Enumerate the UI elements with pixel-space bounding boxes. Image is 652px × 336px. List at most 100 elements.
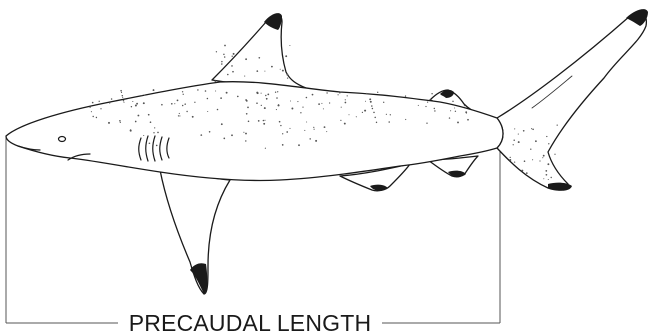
stipple-dot: [289, 128, 290, 129]
stipple-dot: [231, 134, 233, 136]
stipple-dot: [521, 170, 523, 172]
stipple-dot: [232, 56, 233, 57]
stipple-dot: [457, 121, 459, 123]
stipple-dot: [454, 107, 455, 108]
stipple-dot: [214, 80, 216, 82]
stipple-dot: [245, 133, 247, 135]
stipple-dot: [543, 155, 545, 157]
stipple-dot: [154, 127, 155, 128]
stipple-dot: [329, 102, 330, 103]
stipple-dot: [546, 174, 548, 176]
stipple-dot: [452, 101, 453, 102]
stipple-dot: [217, 109, 219, 111]
stipple-dot: [130, 130, 132, 132]
stipple-dot: [548, 143, 549, 144]
stipple-dot: [263, 123, 265, 125]
stipple-dot: [304, 130, 305, 131]
stipple-dot: [223, 54, 224, 55]
stipple-dot: [119, 120, 121, 122]
stipple-dot: [224, 45, 226, 47]
stipple-dot: [237, 96, 239, 98]
stipple-dot: [186, 111, 187, 112]
stipple-dot: [143, 135, 144, 136]
shark-body: [6, 82, 503, 181]
stipple-dot: [267, 94, 269, 96]
stipple-dot: [286, 131, 288, 133]
stipple-dot: [455, 111, 456, 112]
stipple-dot: [285, 55, 287, 57]
stipple-dot: [132, 101, 133, 102]
stipple-dot: [356, 116, 357, 117]
stipple-dot: [546, 136, 547, 137]
stipple-dot: [324, 126, 326, 128]
stipple-dot: [518, 141, 520, 143]
stipple-dot: [430, 99, 431, 100]
stipple-dot: [221, 123, 223, 125]
stipple-dot: [137, 115, 139, 117]
stipple-dot: [337, 94, 338, 95]
stipple-dot: [215, 90, 216, 91]
stipple-dot: [178, 115, 179, 116]
stipple-dot: [276, 109, 277, 110]
stipple-dot: [467, 119, 469, 121]
stipple-dot: [326, 92, 327, 93]
stipple-dot: [144, 94, 145, 95]
stipple-dot: [365, 101, 366, 102]
stipple-dot: [232, 71, 234, 73]
stipple-dot: [539, 160, 540, 161]
stipple-dot: [427, 101, 428, 102]
first-dorsal-fin: [212, 13, 306, 88]
stipple-dot: [371, 105, 373, 107]
stipple-dot: [148, 114, 150, 116]
stipple-dot: [182, 105, 184, 107]
stipple-dot: [177, 100, 179, 102]
stipple-dot: [245, 140, 246, 141]
stipple-dot: [282, 133, 283, 134]
stipple-dot: [298, 144, 300, 146]
stipple-dot: [120, 122, 121, 123]
stipple-dot: [513, 144, 514, 145]
stipple-dot: [291, 108, 293, 110]
stipple-dot: [123, 100, 124, 101]
stipple-dot: [156, 145, 158, 147]
stipple-dot: [518, 134, 519, 135]
stipple-dot: [510, 157, 511, 158]
stipple-dot: [161, 104, 163, 106]
stipple-dot: [258, 57, 260, 59]
stipple-dot: [531, 128, 532, 129]
stipple-dot: [374, 117, 376, 119]
stipple-dot: [108, 122, 110, 124]
stipple-dot: [216, 51, 217, 52]
stipple-dot: [261, 93, 262, 94]
stipple-dot: [261, 105, 262, 106]
stipple-dot: [227, 74, 229, 76]
stipple-dot: [366, 93, 367, 94]
stipple-dot: [231, 65, 233, 67]
stipple-dot: [123, 102, 124, 103]
stipple-dot: [339, 92, 341, 94]
stipple-dot: [466, 113, 467, 114]
stipple-dot: [209, 131, 211, 133]
stipple-dot: [345, 99, 346, 100]
stipple-dot: [532, 159, 533, 160]
stipple-dot: [543, 178, 544, 179]
stipple-dot: [92, 102, 94, 104]
stipple-dot: [100, 108, 101, 109]
stipple-dot: [300, 112, 301, 113]
stipple-dot: [405, 119, 406, 120]
stipple-dot: [183, 94, 184, 95]
stipple-dot: [377, 92, 378, 93]
stipple-dot: [245, 58, 247, 60]
stipple-dot: [266, 98, 268, 100]
stipple-dot: [309, 138, 311, 140]
stipple-dot: [246, 113, 248, 115]
stipple-dot: [92, 116, 93, 117]
stipple-dot: [545, 170, 547, 172]
stipple-dot: [135, 105, 137, 107]
stipple-dot: [287, 77, 288, 78]
stipple-dot: [425, 106, 426, 107]
stipple-dot: [370, 101, 372, 103]
stipple-dot: [89, 106, 90, 107]
stipple-dot: [265, 95, 266, 96]
